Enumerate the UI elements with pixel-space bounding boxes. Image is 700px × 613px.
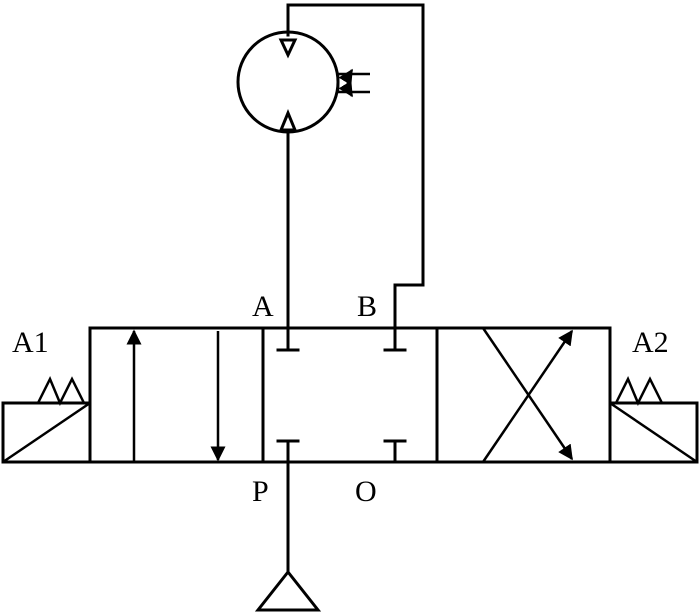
pressure-source-icon bbox=[254, 569, 322, 612]
blocked-port-a bbox=[276, 326, 300, 352]
line-motor-to-b bbox=[286, 3, 425, 327]
hydraulic-motor bbox=[236, 30, 370, 134]
actuator-left bbox=[1, 375, 92, 464]
label-port-a: A bbox=[252, 290, 274, 323]
cross-arrow-1 bbox=[481, 329, 574, 463]
solenoid-left-box bbox=[1, 401, 92, 464]
label-port-b: B bbox=[357, 290, 377, 323]
motor-circle bbox=[236, 30, 340, 134]
directional-valve bbox=[88, 326, 612, 464]
solenoid-right-diagonal bbox=[609, 401, 698, 464]
label-port-o: O bbox=[355, 475, 377, 508]
actuator-right bbox=[608, 375, 699, 464]
valve-body bbox=[88, 326, 612, 464]
cross-arrow-2 bbox=[481, 327, 574, 461]
motor-port-top-triangle bbox=[278, 38, 298, 59]
solenoid-right-box bbox=[608, 401, 699, 464]
rotation-arrow-icon bbox=[338, 68, 354, 98]
blocked-port-p bbox=[276, 439, 300, 464]
label-port-p: P bbox=[252, 475, 269, 508]
label-actuator-a2: A2 bbox=[632, 326, 669, 359]
spring-right-icon bbox=[614, 375, 664, 407]
label-actuator-a1: A1 bbox=[12, 326, 49, 359]
spring-left-icon bbox=[36, 375, 86, 407]
motor-port-bottom-triangle bbox=[278, 109, 298, 132]
motor-shaft bbox=[336, 72, 370, 94]
solenoid-left-diagonal bbox=[2, 401, 91, 464]
blocked-port-b bbox=[383, 326, 407, 352]
blocked-port-o bbox=[383, 439, 407, 464]
